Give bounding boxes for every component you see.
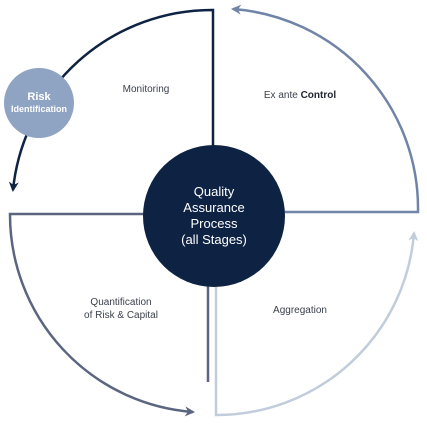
aggregation-arc (214, 218, 419, 417)
center-circle (143, 145, 285, 287)
center-line-1: Quality (193, 184, 235, 199)
risk-badge-text: Risk Identification (0, 68, 78, 138)
center-line-3: Process (190, 216, 238, 231)
center-line-2: Assurance (183, 200, 245, 215)
exante-prefix: Ex ante (263, 90, 301, 101)
quantification-line-1: Quantification (90, 297, 152, 308)
center-line-4: (all Stages) (181, 232, 247, 247)
center-title: Quality Assurance Process (all Stages) (143, 145, 285, 287)
risk-badge-line-2: Identification (11, 104, 67, 114)
aggregation-label: Aggregation (273, 305, 327, 316)
exante-bold: Control (300, 90, 337, 101)
monitoring-arc (8, 8, 215, 210)
quantification-line-2: of Risk & Capital (84, 310, 158, 321)
risk-badge-line-1: Risk (27, 91, 51, 103)
exante-control-label: Ex ante Control (250, 89, 350, 102)
monitoring-label: Monitoring (122, 84, 170, 95)
risk-identification-badge (4, 68, 74, 138)
exante-control-arc (218, 4, 420, 214)
quantification-label: Quantification of Risk & Capital (66, 296, 176, 322)
